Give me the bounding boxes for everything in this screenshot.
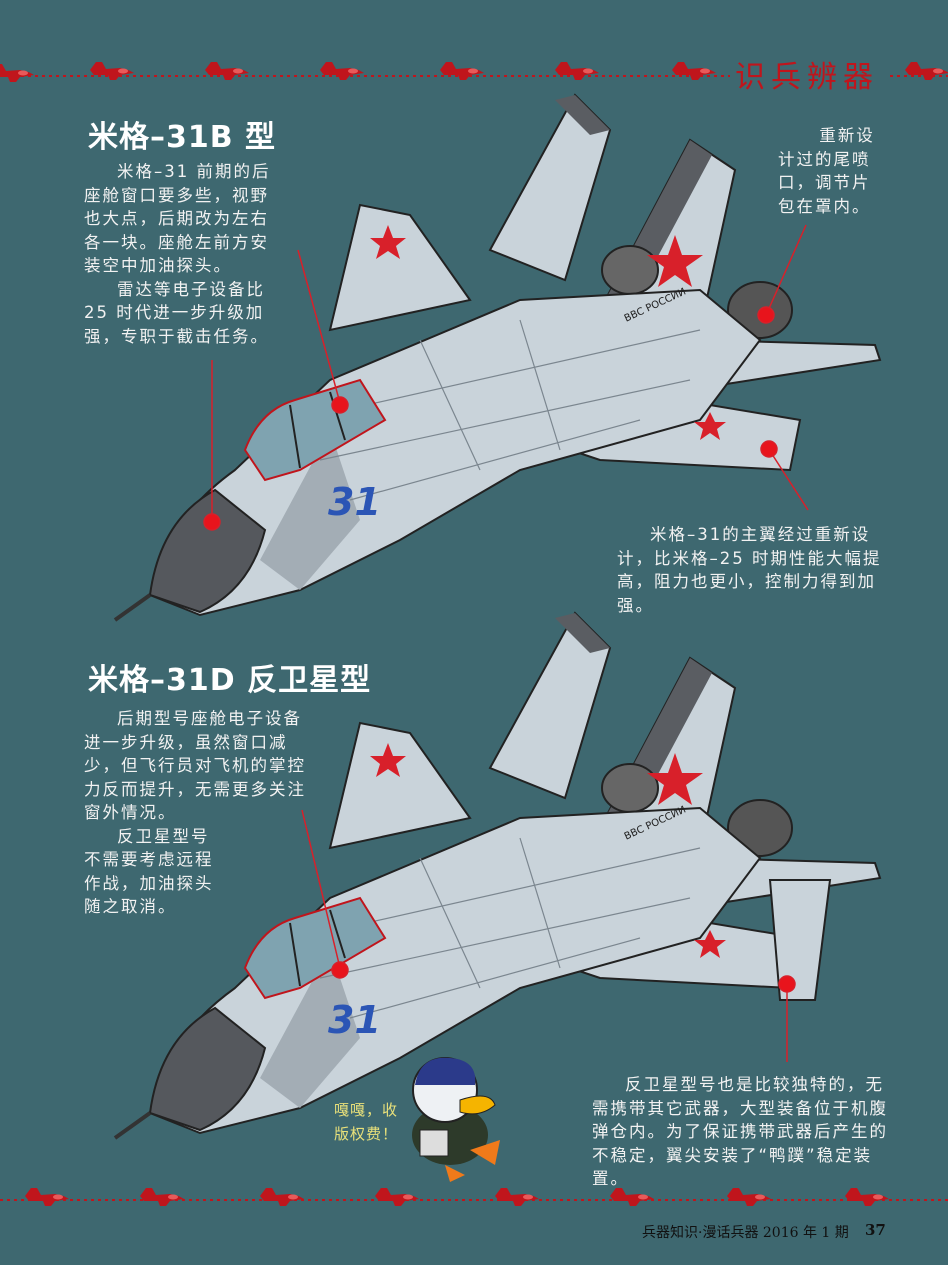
callout-markers [203, 224, 809, 1062]
mig31d-illustration [113, 611, 882, 1140]
footer-publication: 兵器知识·漫话兵器 2016 年 1 期 [642, 1225, 849, 1241]
mig31d-paragraph: 反卫星型号不需要考虑远程作战，加油探头随之取消。 [84, 826, 214, 917]
mig31b-title: 米格–31B 型 [88, 120, 277, 155]
nose-number-b: 31 [328, 480, 381, 524]
mig31b-paragraph: 雷达等电子设备比25 时代进一步升级加强，专职于截击任务。 [84, 279, 269, 346]
duck-mascot [412, 1057, 500, 1182]
wingtip-callout: 反卫星型号也是比较独特的，无需携带其它武器，大型装备位于机腹弹仓内。为了保证携带… [592, 1073, 897, 1191]
mig31d-paragraph: 后期型号座舱电子设备进一步升级，虽然窗口减少，但飞行员对飞机的掌控力反而提升，无… [84, 709, 306, 822]
footer-plane-icons [25, 1188, 889, 1206]
mig31d-title: 米格–31D 反卫星型 [88, 663, 372, 698]
page-number: 37 [865, 1221, 886, 1239]
nose-number-d: 31 [328, 998, 381, 1042]
nozzle-callout: 重新设计过的尾喷口，调节片包在罩内。 [778, 124, 888, 218]
mig31b-description: 米格–31 前期的后座舱窗口要多些，视野也大点，后期改为左右各一块。座舱左前方安… [84, 160, 284, 348]
wingtip-callout-text: 反卫星型号也是比较独特的，无需携带其它武器，大型装备位于机腹弹仓内。为了保证携带… [592, 1075, 888, 1188]
wing-callout: 米格–31的主翼经过重新设计，比米格–25 时期性能大幅提高，阻力也更小，控制力… [617, 523, 892, 617]
wing-callout-text: 米格–31的主翼经过重新设计，比米格–25 时期性能大幅提高，阻力也更小，控制力… [617, 525, 882, 615]
nozzle-callout-text: 重新设计过的尾喷口，调节片包在罩内。 [778, 126, 875, 216]
mig31d-description: 后期型号座舱电子设备进一步升级，虽然窗口减少，但飞行员对飞机的掌控力反而提升，无… [84, 707, 314, 919]
mig31b-paragraph: 米格–31 前期的后座舱窗口要多些，视野也大点，后期改为左右各一块。座舱左前方安… [84, 162, 271, 275]
mascot-speech: 嘎嘎，收版权费！ [334, 1101, 399, 1143]
section-tag: 识兵辨器 [735, 60, 879, 95]
wingtip-stabilizer [768, 879, 832, 1001]
